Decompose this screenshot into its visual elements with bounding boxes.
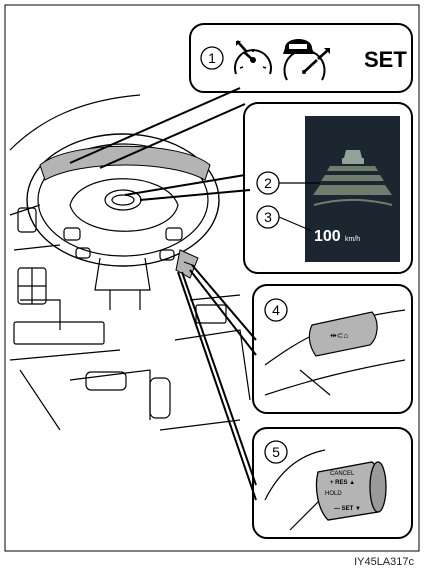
set-speed-unit: km/h <box>345 236 360 243</box>
figure-code: IY45LA317c <box>354 556 414 568</box>
callout-4-number: 4 <box>272 302 280 318</box>
callout-3-number: 3 <box>264 209 272 225</box>
callout-2-number: 2 <box>264 175 272 191</box>
callout-5-number: 5 <box>272 444 280 460</box>
instrument-cluster-highlight <box>40 146 210 180</box>
lever-label-hold: HOLD <box>325 491 342 497</box>
callout-1-number: 1 <box>208 50 216 66</box>
lever-label-set: — SET ▼ <box>334 506 361 512</box>
set-speed-value: 100 <box>314 228 341 245</box>
lever-label-cancel: CANCEL <box>330 471 355 477</box>
lever-end-cap <box>370 462 386 512</box>
lever-label-res: + RES ▲ <box>330 480 355 486</box>
set-indicator-label: SET <box>364 47 407 72</box>
distance-switch-glyph: ⇹⊂⌂ <box>330 331 348 340</box>
